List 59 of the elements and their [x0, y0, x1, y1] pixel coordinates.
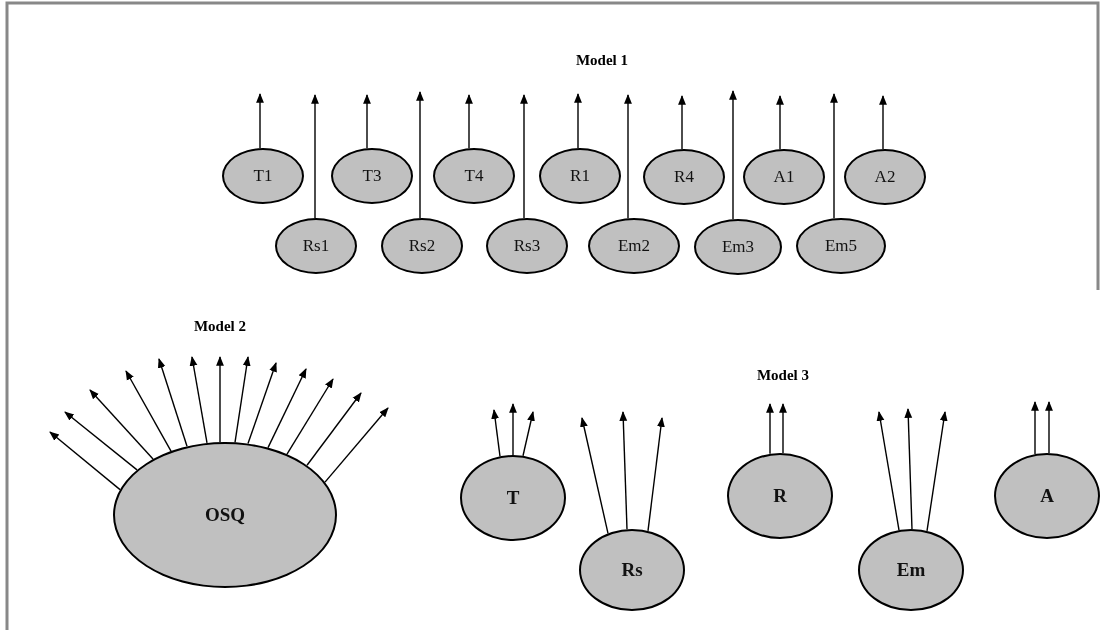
- arrow: [256, 93, 264, 149]
- node-label: A: [1040, 485, 1054, 507]
- arrow: [234, 356, 251, 443]
- model-heading: Model 2: [193, 318, 247, 335]
- arrow: [363, 94, 371, 149]
- node-label: Rs1: [302, 236, 330, 256]
- arrow: [465, 94, 473, 149]
- arrow: [1031, 401, 1039, 455]
- node-label: OSQ: [204, 504, 246, 526]
- node-label: T4: [464, 166, 484, 186]
- arrow: [125, 370, 172, 452]
- node-label: T: [506, 487, 520, 509]
- node-label: Rs2: [408, 236, 436, 256]
- node-label: A2: [874, 167, 896, 187]
- node-label: T1: [253, 166, 273, 186]
- arrow: [416, 91, 424, 219]
- arrow: [89, 389, 154, 460]
- node-label: Em5: [824, 236, 858, 256]
- arrow: [522, 411, 535, 457]
- arrow: [574, 93, 582, 149]
- arrow: [267, 368, 307, 449]
- arrow: [647, 417, 665, 532]
- arrow: [904, 408, 913, 530]
- arrow: [306, 392, 362, 466]
- arrow: [189, 356, 208, 444]
- arrow: [247, 362, 277, 445]
- arrow: [216, 356, 224, 443]
- node-label: R1: [570, 166, 590, 186]
- arrow: [520, 94, 528, 219]
- model-heading: Model 1: [575, 52, 629, 69]
- node-label: Em2: [617, 236, 651, 256]
- arrow: [509, 403, 517, 456]
- arrow: [766, 403, 774, 455]
- arrow: [678, 95, 686, 150]
- node-label: Em: [896, 559, 926, 581]
- model-heading: Model 3: [756, 367, 810, 384]
- node-label: R: [773, 485, 787, 507]
- arrow: [491, 409, 501, 457]
- node-label: T3: [362, 166, 382, 186]
- arrow: [64, 411, 138, 471]
- arrow: [1045, 401, 1053, 454]
- arrow: [324, 407, 389, 483]
- arrow: [830, 93, 838, 220]
- arrow: [286, 378, 334, 455]
- arrow: [876, 411, 900, 531]
- arrow: [879, 95, 887, 150]
- node-label: R4: [674, 167, 694, 187]
- arrow: [926, 411, 948, 532]
- arrow: [776, 95, 784, 150]
- node-label: Em3: [721, 237, 755, 257]
- arrow: [311, 94, 319, 219]
- node-label: Rs: [621, 559, 643, 581]
- node-label: Rs3: [513, 236, 541, 256]
- arrow: [779, 403, 787, 454]
- arrow: [729, 90, 737, 220]
- arrow: [624, 94, 632, 219]
- arrow: [157, 358, 188, 448]
- node-label: A1: [773, 167, 795, 187]
- arrow: [619, 411, 628, 530]
